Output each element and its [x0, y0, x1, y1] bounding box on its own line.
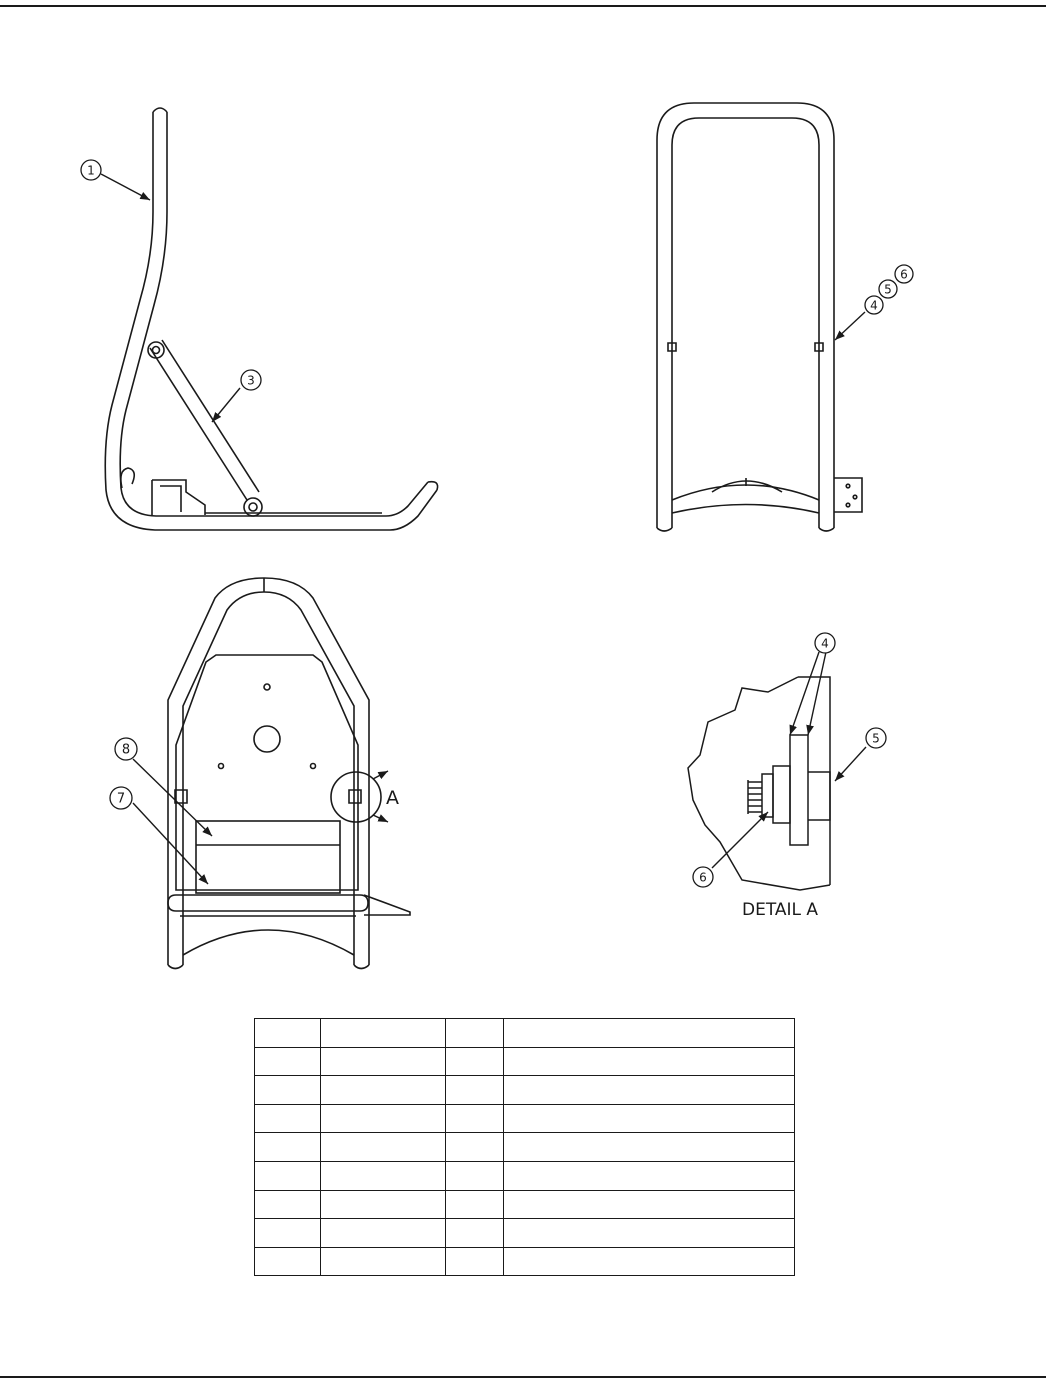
table-cell [320, 1218, 446, 1248]
table-cell [503, 1075, 795, 1105]
callout-text: 5 [884, 283, 892, 297]
table-cell [503, 1218, 795, 1248]
callout-circle [814, 632, 836, 654]
table-cell [320, 1075, 446, 1105]
leader-lines [100, 173, 867, 885]
table-cell [320, 1246, 446, 1277]
callout-circle [109, 786, 133, 810]
callout-7: 7 [109, 786, 133, 810]
table-cell [445, 1218, 504, 1248]
detail-callout-5: 5 [865, 727, 887, 749]
table-cell [254, 1132, 321, 1162]
callout-text: 5 [872, 732, 880, 746]
callout-circle [114, 737, 138, 761]
table-cell [320, 1018, 446, 1048]
table-cell [320, 1132, 446, 1162]
table-cell [320, 1160, 446, 1191]
callout-5: 5 [878, 279, 898, 299]
bottom-rule [0, 1376, 1046, 1378]
callout-text: 1 [87, 164, 95, 178]
table-row [254, 1075, 795, 1105]
detail-a-view [687, 676, 831, 891]
callout-circle [692, 866, 714, 888]
table-row [254, 1246, 795, 1277]
section-marker-a: A [386, 787, 399, 809]
callout-text: 3 [247, 374, 255, 388]
table-cell [445, 1132, 504, 1162]
detail-a-label: DETAIL A [742, 900, 818, 920]
table-cell [445, 1160, 504, 1191]
callout-circle [865, 727, 887, 749]
table-row [254, 1018, 795, 1048]
callout-text: 6 [900, 268, 908, 282]
callout-text: 6 [699, 871, 707, 885]
table-cell [254, 1218, 321, 1248]
table-cell [503, 1246, 795, 1277]
table-cell [445, 1018, 504, 1048]
table-cell [254, 1046, 321, 1077]
callout-circle [894, 264, 914, 284]
table-row [254, 1132, 795, 1162]
table-cell [320, 1046, 446, 1077]
table-cell [320, 1189, 446, 1220]
table-cell [445, 1075, 504, 1105]
table-cell [320, 1103, 446, 1134]
detail-callout-4: 4 [814, 632, 836, 654]
callout-4: 4 [864, 295, 884, 315]
table-cell [503, 1132, 795, 1162]
detail-marker-arrow-upper [372, 770, 389, 780]
callout-1: 1 [80, 159, 102, 181]
front-view [656, 102, 863, 532]
top-rule [0, 5, 1046, 7]
callout-text: 8 [122, 743, 130, 758]
parts-list-body [254, 1018, 795, 1277]
table-row [254, 1046, 795, 1077]
table-cell [445, 1189, 504, 1220]
rear-view [167, 577, 411, 970]
callout-circle [240, 369, 262, 391]
table-cell [503, 1160, 795, 1191]
table-cell [254, 1246, 321, 1277]
table-cell [254, 1103, 321, 1134]
table-cell [254, 1160, 321, 1191]
table-row [254, 1160, 795, 1191]
table-cell [503, 1018, 795, 1048]
callout-text: 7 [117, 792, 125, 807]
table-row [254, 1103, 795, 1134]
callout-text: 4 [870, 299, 878, 313]
callout-circle [878, 279, 898, 299]
callout-circle [80, 159, 102, 181]
callout-text: 4 [821, 637, 829, 651]
table-cell [445, 1246, 504, 1277]
table-cell [503, 1103, 795, 1134]
table-cell [503, 1046, 795, 1077]
parts-list-table [254, 1018, 795, 1277]
callout-3: 3 [240, 369, 262, 391]
callout-6: 6 [894, 264, 914, 284]
table-cell [445, 1046, 504, 1077]
callout-circle [864, 295, 884, 315]
table-row [254, 1218, 795, 1248]
table-cell [503, 1189, 795, 1220]
side-view [104, 107, 439, 531]
table-row [254, 1189, 795, 1220]
callout-8: 8 [114, 737, 138, 761]
detail-callout-6: 6 [692, 866, 714, 888]
detail-marker-arrow-lower [372, 814, 389, 823]
table-cell [254, 1018, 321, 1048]
table-cell [254, 1189, 321, 1220]
table-cell [445, 1103, 504, 1134]
table-cell [254, 1075, 321, 1105]
